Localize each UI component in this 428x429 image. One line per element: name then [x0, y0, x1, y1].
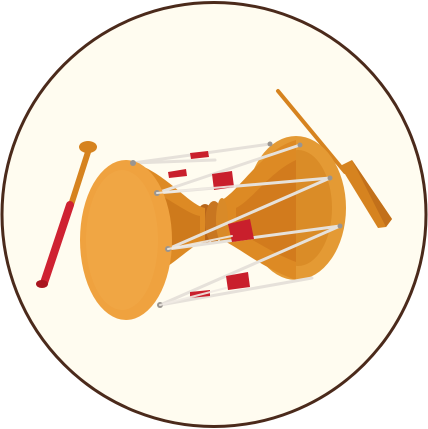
mallet-stick [36, 141, 97, 288]
mallet-knob [79, 141, 97, 153]
rope-clamps [168, 151, 254, 298]
drum-ropes-front [156, 185, 236, 306]
mallet-grip-end [36, 280, 48, 288]
paddle-blade-shade [352, 160, 392, 227]
paddle-stick [276, 89, 392, 228]
mallet-handle [40, 201, 74, 287]
mallet-shaft [68, 146, 92, 208]
drum-left-head [80, 160, 172, 320]
paddle-shaft [276, 89, 347, 174]
